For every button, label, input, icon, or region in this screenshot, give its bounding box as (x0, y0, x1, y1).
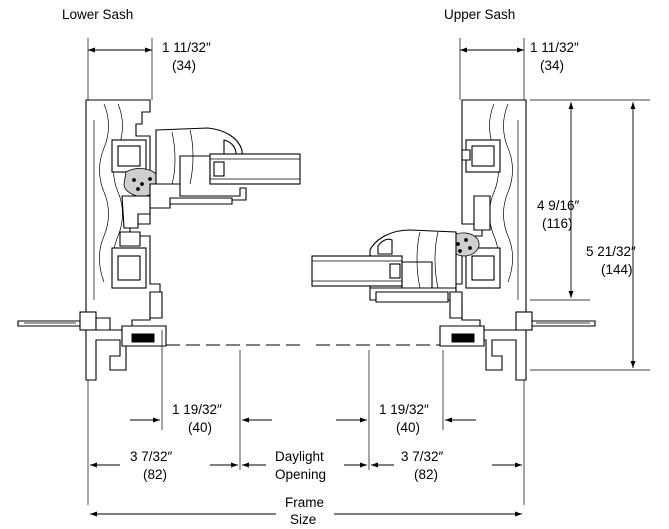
right-frame-to-glass-imperial: 3 7/32″ (401, 449, 444, 464)
frame-size-line1: Frame (285, 495, 324, 510)
upper-sash-section (311, 38, 596, 381)
left-frame-to-glass-imperial: 3 7/32″ (130, 449, 173, 464)
frame-size-line2: Size (290, 512, 316, 527)
lower-sash-label: Lower Sash (62, 7, 133, 22)
left-sightline-metric: (40) (188, 420, 212, 435)
upper-sash-label: Upper Sash (444, 7, 515, 22)
daylight-opening-line1: Daylight (275, 449, 324, 464)
dimension-lines (87, 47, 650, 517)
left-sightline-imperial: 1 19/32″ (172, 402, 222, 417)
frame-height-imperial: 5 21/32″ (586, 244, 636, 259)
lower-sash-section (17, 38, 301, 381)
right-frame-to-glass-metric: (82) (414, 467, 438, 482)
sash-height-metric: (116) (542, 216, 573, 231)
right-sightline-imperial: 1 19/32″ (379, 402, 429, 417)
left-frame-to-glass-metric: (82) (143, 467, 167, 482)
upper-sash-width-metric: (34) (540, 58, 564, 73)
frame-height-metric: (144) (601, 262, 633, 277)
right-sightline-metric: (40) (396, 420, 420, 435)
lower-sash-width-imperial: 1 11/32″ (162, 40, 211, 55)
daylight-opening-line2: Opening (275, 467, 326, 482)
lower-sash-width-metric: (34) (172, 58, 196, 73)
upper-sash-width-imperial: 1 11/32″ (530, 40, 579, 55)
sash-height-imperial: 4 9/16″ (537, 198, 580, 213)
